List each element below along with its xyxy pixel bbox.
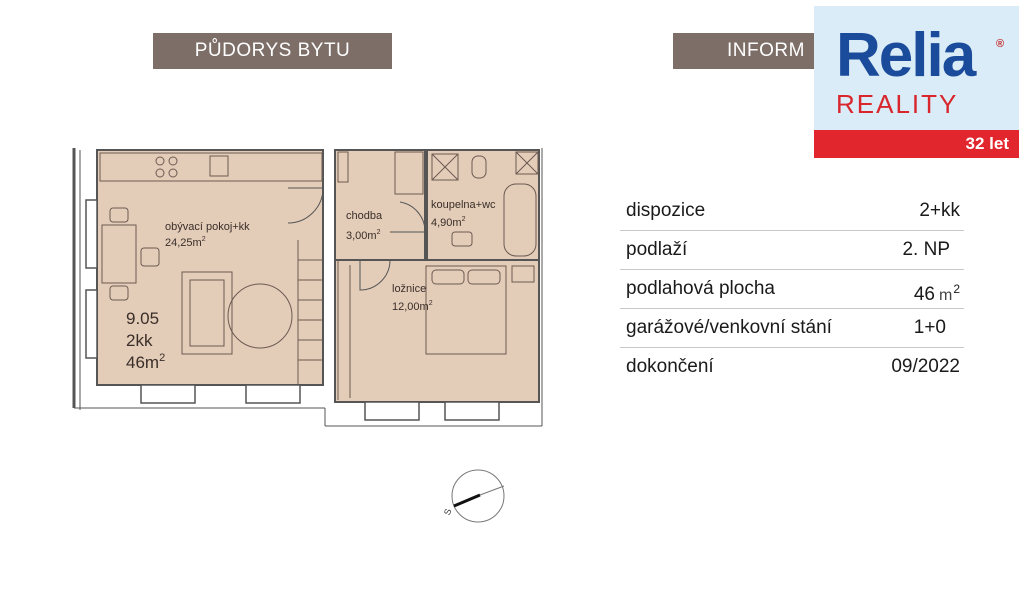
info-label: podlaží [626, 239, 688, 260]
svg-text:24,25m2: 24,25m2 [165, 236, 206, 249]
room-label-living: obývací pokoj+kk [165, 221, 250, 233]
unit-area: 46m [126, 353, 159, 372]
room-area-hallway: 3,00m [346, 230, 377, 242]
svg-text:4,90m2: 4,90m2 [431, 216, 466, 229]
room-label-hallway: chodba [346, 210, 383, 222]
info-value: 1+0 [913, 317, 946, 338]
info-row-layout: dispozice 2+kk [620, 192, 964, 231]
svg-text:3,00m2: 3,00m2 [346, 229, 381, 242]
info-label: dispozice [626, 200, 706, 221]
compass-circle [451, 469, 505, 523]
floorplan-walls [72, 148, 543, 427]
info-label: podlahová plocha [626, 278, 775, 299]
bedroom-bed [425, 265, 535, 355]
living-furniture [101, 207, 322, 385]
info-value: 2. NP [902, 239, 950, 260]
logo-word: Relia [836, 21, 976, 90]
room-label-bathroom: koupelna+wc [431, 199, 496, 211]
logo-subtitle: REALITY [836, 89, 959, 119]
logo-stripe: 32 let [814, 130, 1019, 158]
room-label-bedroom: ložnice [392, 283, 426, 295]
unit-code: 9.05 [126, 309, 159, 328]
doors [287, 187, 426, 291]
compass-needle [453, 493, 481, 508]
compass-letter: S [442, 507, 453, 516]
relia-logo: Relia ® REALITY 32 let [814, 6, 1019, 158]
info-row-parking: garážové/venkovní stání 1+0 [620, 309, 964, 348]
info-row-completion: dokončení 09/2022 [620, 348, 964, 386]
floorplan-header: PŮDORYS BYTU [153, 33, 392, 69]
hallway-wardrobe [337, 151, 424, 400]
room-labels: obývací pokoj+kk 24,25m2 chodba 3,00m2 k… [126, 199, 496, 372]
unit-type: 2kk [126, 331, 153, 350]
windows [85, 199, 500, 421]
info-label: dokončení [626, 356, 714, 377]
bathroom-fixtures [431, 151, 539, 257]
svg-text:12,00m2: 12,00m2 [392, 300, 433, 313]
logo-registered: ® [996, 38, 1005, 50]
kitchen-counter [99, 152, 323, 182]
info-value: 2+kk [919, 200, 960, 221]
info-label: garážové/venkovní stání [626, 317, 832, 338]
room-area-bedroom: 12,00m [392, 301, 429, 313]
room-area-bathroom: 4,90m [431, 217, 462, 229]
info-value: 09/2022 [891, 356, 960, 377]
room-area-living: 24,25m [165, 237, 202, 249]
logo-years: 32 let [965, 134, 1009, 153]
floorplan-drawing: obývací pokoj+kk 24,25m2 chodba 3,00m2 k… [72, 148, 543, 427]
svg-text:46m2: 46m2 [126, 352, 165, 372]
info-table: dispozice 2+kk podlaží 2. NP podlahová p… [620, 192, 964, 386]
compass: S [442, 469, 505, 523]
room-bedroom [334, 259, 540, 403]
info-row-floor: podlaží 2. NP [620, 231, 964, 270]
